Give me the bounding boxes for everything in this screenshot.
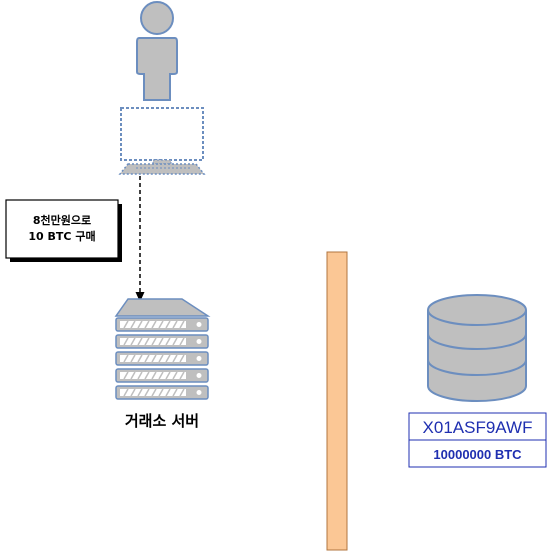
purchase-callout: 8천만원으로 10 BTC 구매 <box>5 199 122 262</box>
wallet-balance: 10000000 BTC <box>433 447 522 462</box>
callout-line-2: 10 BTC 구매 <box>28 229 95 243</box>
monitor-icon <box>118 107 206 175</box>
person-icon <box>136 1 178 101</box>
server-rack-icon <box>114 298 211 400</box>
divider-bar <box>326 251 348 551</box>
server-units <box>115 317 209 400</box>
wallet-address: X01ASF9AWF <box>423 418 533 437</box>
callout-line-1: 8천만원으로 <box>33 213 91 227</box>
wallet-record: X01ASF9AWF 10000000 BTC <box>408 412 547 468</box>
connector-arrow <box>135 176 145 302</box>
exchange-server-label: 거래소 서버 <box>125 412 199 430</box>
database-icon <box>427 294 527 402</box>
